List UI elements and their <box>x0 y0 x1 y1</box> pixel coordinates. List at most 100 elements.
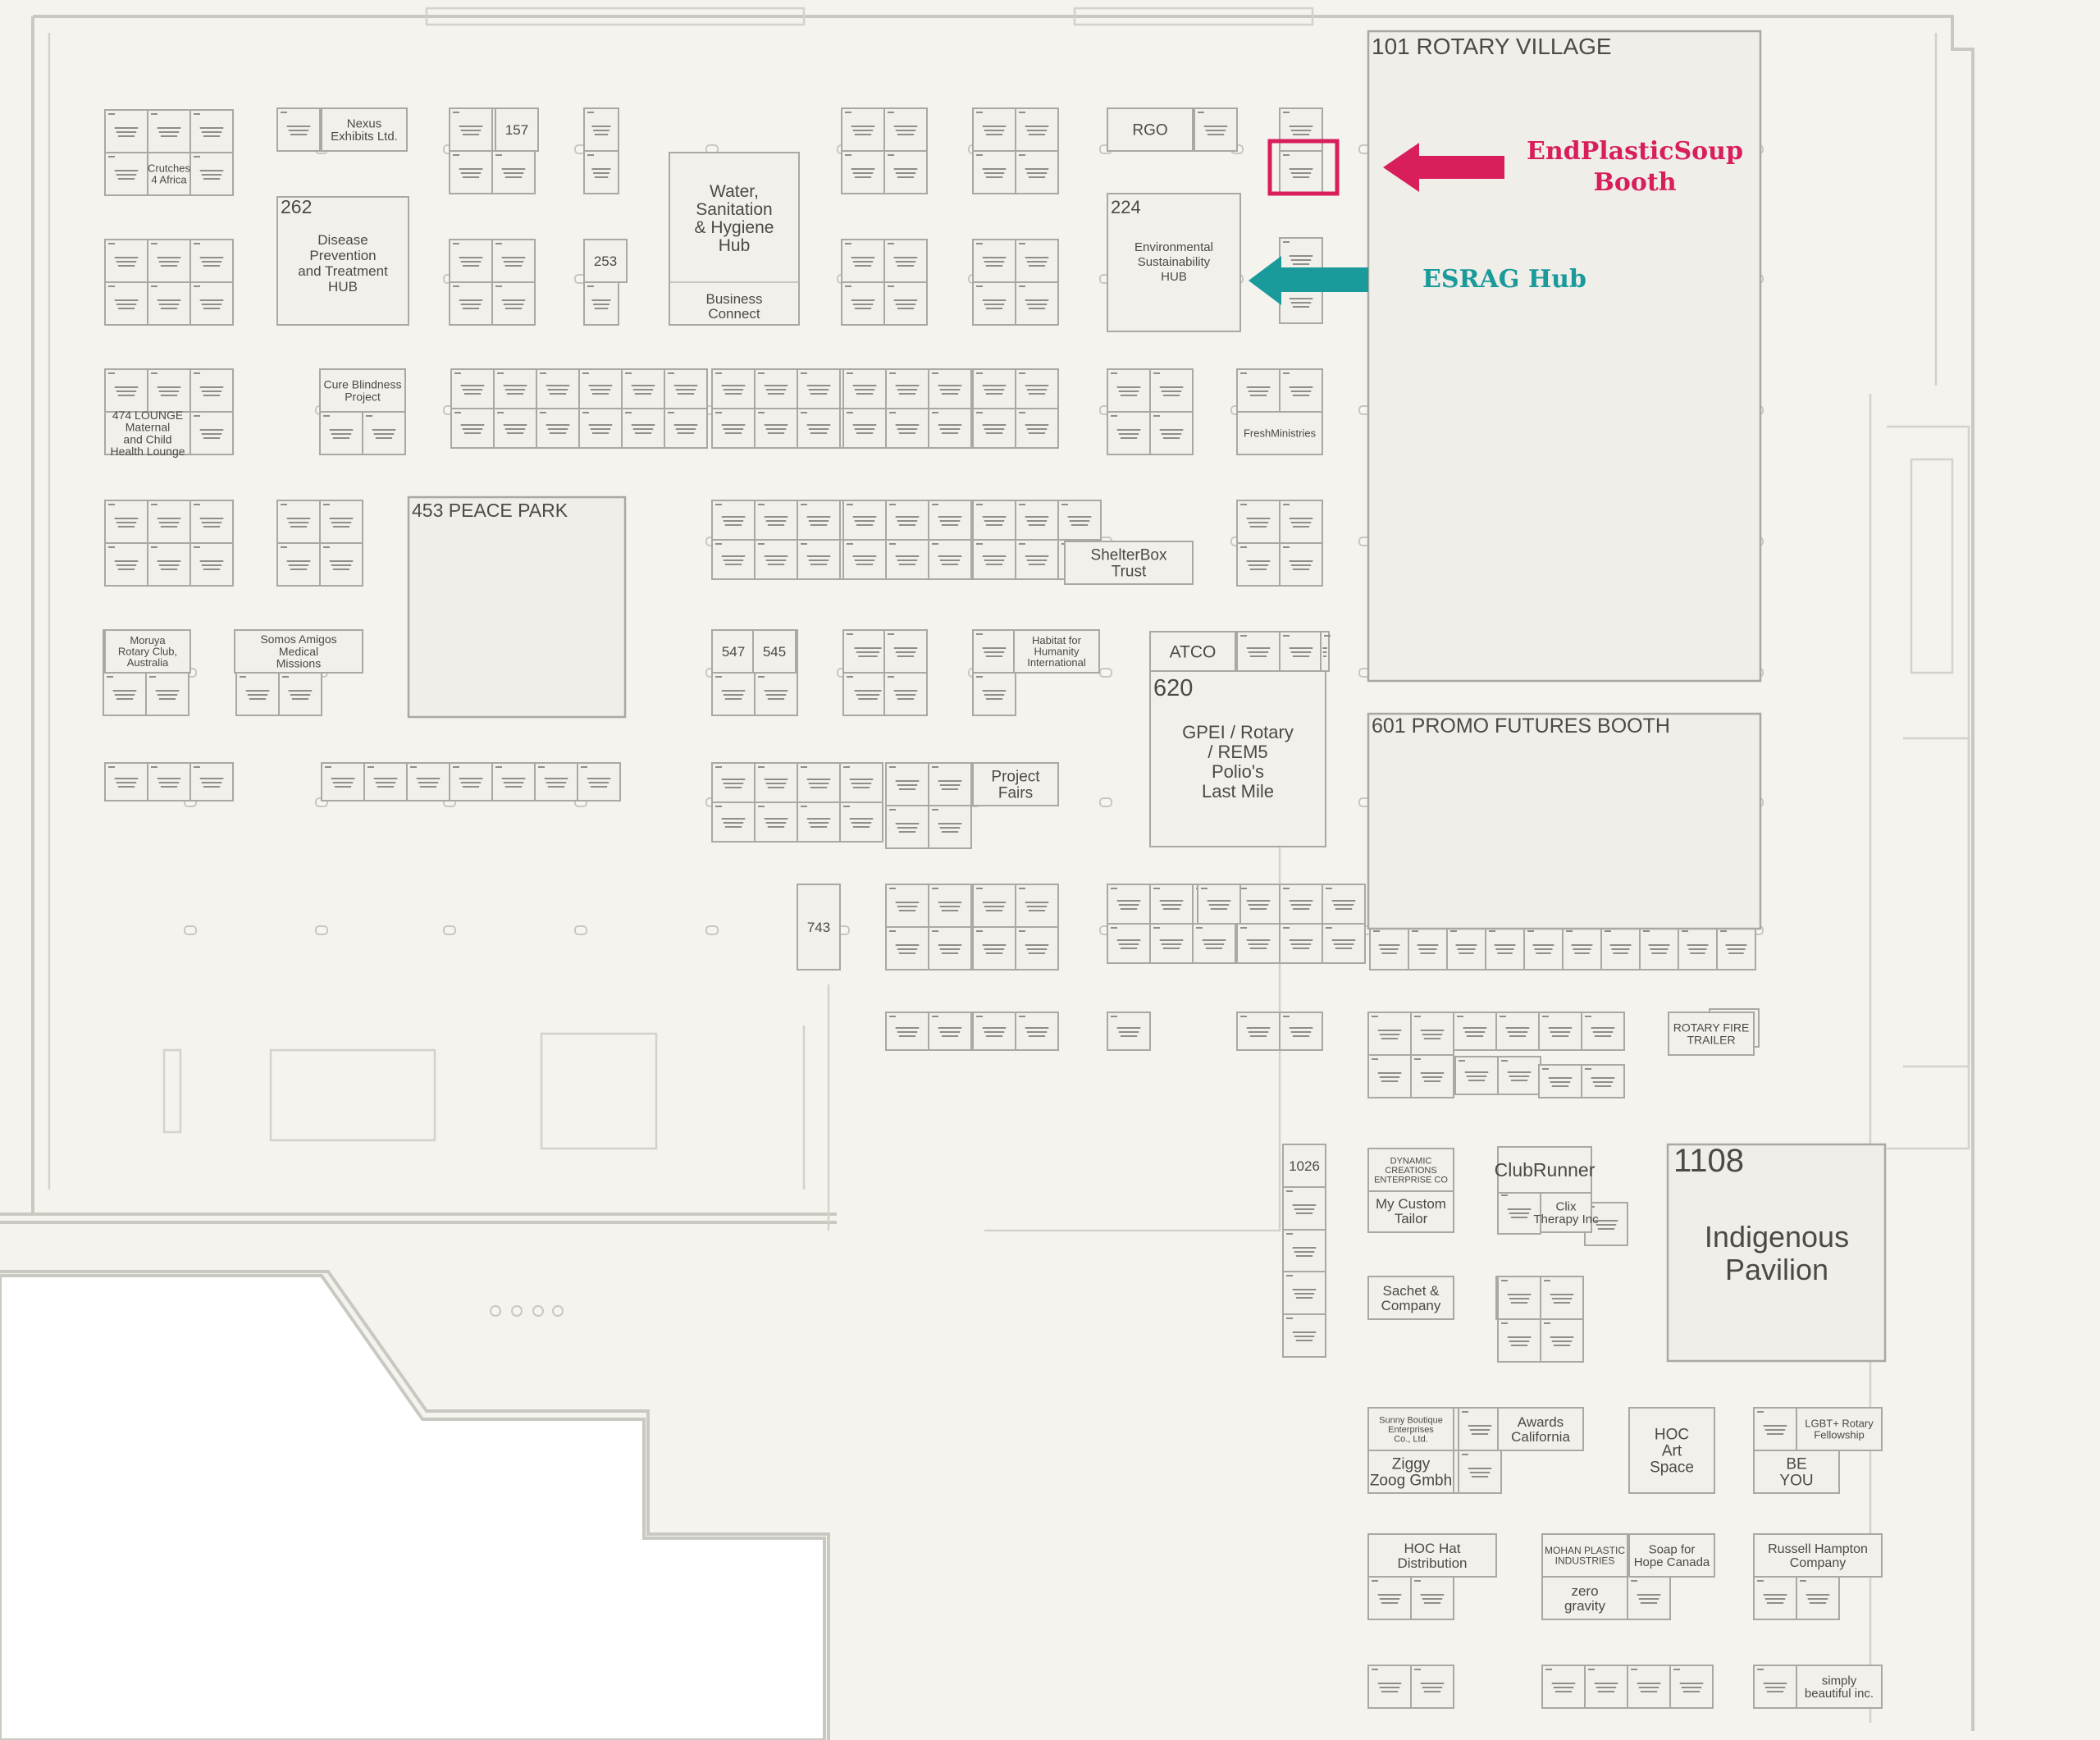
booth-224-environmental-sustainability-hub[interactable]: 224 Environmental Sustainability HUB <box>1107 193 1241 332</box>
booth-block[interactable] <box>1279 107 1323 194</box>
booth-hoc-hat-box[interactable] <box>1367 1533 1497 1578</box>
booth-block[interactable] <box>1367 1012 1454 1098</box>
booth-cell[interactable] <box>189 762 234 801</box>
booth-block[interactable] <box>972 884 1059 970</box>
endplasticsoup-booth-highlight[interactable] <box>1267 139 1340 196</box>
booth-freshministries-box[interactable] <box>1236 411 1323 455</box>
booth-simply-beautiful-box[interactable] <box>1796 1665 1883 1709</box>
booth-cell[interactable] <box>664 408 708 449</box>
booth-nexus-box[interactable] <box>321 107 408 152</box>
booth-wash-hub[interactable]: Water, Sanitation & Hygiene Hub Business… <box>669 152 800 326</box>
booth-sachet-box[interactable] <box>1367 1276 1454 1320</box>
booth-cure-blindness-box[interactable] <box>319 368 406 413</box>
booth-block[interactable] <box>1320 631 1331 672</box>
booth-block[interactable] <box>883 629 928 716</box>
booth-block[interactable] <box>1538 1064 1625 1098</box>
booth-block[interactable] <box>885 762 972 849</box>
booth-cell[interactable] <box>1367 1665 1412 1709</box>
booth-1026-box[interactable] <box>1282 1144 1326 1188</box>
booth-project-fairs-box[interactable] <box>972 762 1059 806</box>
booth-block[interactable] <box>1107 1012 1151 1051</box>
booth-sachet[interactable]: Sachet &Company <box>1367 1276 1454 1320</box>
booth-157[interactable]: 157 <box>495 107 539 152</box>
booth-block[interactable] <box>104 762 234 801</box>
booth-dynamic-creations-box[interactable] <box>1367 1148 1454 1192</box>
booth-block[interactable] <box>972 1012 1059 1051</box>
booth-cell[interactable] <box>1410 1576 1454 1620</box>
booth-freshministries[interactable]: FreshMinistries <box>1236 411 1323 455</box>
booth-cell[interactable] <box>1194 107 1238 152</box>
booth-cell[interactable] <box>1538 1012 1582 1051</box>
booth-545[interactable]: 545 <box>752 629 797 674</box>
booth-rgo-box[interactable] <box>1107 107 1194 152</box>
booth-cell[interactable] <box>1282 1186 1326 1231</box>
booth-block[interactable] <box>885 884 972 970</box>
booth-block[interactable] <box>1369 926 1756 970</box>
booth-cell[interactable] <box>450 408 495 449</box>
booth-block[interactable] <box>104 239 234 326</box>
booth-cell[interactable] <box>885 884 929 928</box>
booth-block[interactable] <box>1282 1271 1326 1358</box>
booth-maternal-child-box[interactable] <box>104 411 191 455</box>
booth-743[interactable]: 743 <box>797 884 841 970</box>
hall-1108-indigenous-pavilion[interactable]: 1108 Indigenous Pavilion <box>1666 1143 1887 1363</box>
hall-453-peace-park[interactable]: 453 PEACE PARK <box>407 496 627 719</box>
booth-block[interactable] <box>1236 884 1366 964</box>
booth-lgbt-fellowship-box[interactable] <box>1796 1407 1883 1451</box>
booth-russell-hampton-box[interactable] <box>1753 1533 1883 1578</box>
booth-awards-california-box[interactable] <box>1497 1407 1584 1451</box>
booth-block[interactable] <box>1454 1056 1541 1095</box>
booth-block[interactable] <box>1236 631 1323 672</box>
booth-zero-gravity-box[interactable] <box>1541 1576 1628 1620</box>
booth-1026[interactable]: 1026 <box>1282 1144 1326 1188</box>
booth-sunny-boutique-box[interactable] <box>1367 1407 1454 1451</box>
booth-253[interactable]: 253 <box>583 239 628 283</box>
booth-157-box[interactable] <box>495 107 539 152</box>
booth-block[interactable] <box>1194 107 1238 152</box>
booth-block[interactable] <box>1541 1665 1714 1709</box>
booth-block[interactable] <box>841 107 928 194</box>
booth-547[interactable]: 547 <box>711 629 756 674</box>
booth-block[interactable] <box>1197 884 1241 925</box>
booth-habitat-box[interactable] <box>1013 629 1100 674</box>
booth-block[interactable] <box>276 500 363 587</box>
booth-block[interactable] <box>449 239 536 326</box>
booth-253-box[interactable] <box>583 239 628 283</box>
booth-620-gpei-polio[interactable]: 620 GPEI / Rotary / REM5 Polio's Last Mi… <box>1149 670 1326 847</box>
booth-block[interactable] <box>1453 1012 1625 1051</box>
booth-cell[interactable] <box>1540 1276 1584 1320</box>
booth-block[interactable] <box>1367 1665 1454 1709</box>
hall-101-rotary-village[interactable]: 101 ROTARY VILLAGE <box>1367 30 1762 683</box>
booth-cell[interactable] <box>491 150 536 194</box>
booth-rotary-fire-trailer-box[interactable] <box>1668 1012 1755 1056</box>
booth-cell[interactable] <box>885 539 929 580</box>
booth-block[interactable] <box>1236 500 1323 587</box>
booth-cell[interactable] <box>147 542 191 587</box>
booth-block[interactable] <box>321 762 621 801</box>
booth-soap-for-hope-box[interactable] <box>1628 1533 1715 1578</box>
booth-block[interactable] <box>972 239 1059 326</box>
booth-crutches-4-africa-box[interactable] <box>147 152 191 196</box>
booth-block[interactable] <box>1236 1012 1323 1051</box>
booth-ziggy-zoog-box[interactable] <box>1367 1450 1454 1494</box>
booth-block[interactable] <box>711 368 883 449</box>
booth-block[interactable] <box>1497 1276 1584 1363</box>
booth-atco[interactable]: ATCO <box>1149 631 1236 672</box>
